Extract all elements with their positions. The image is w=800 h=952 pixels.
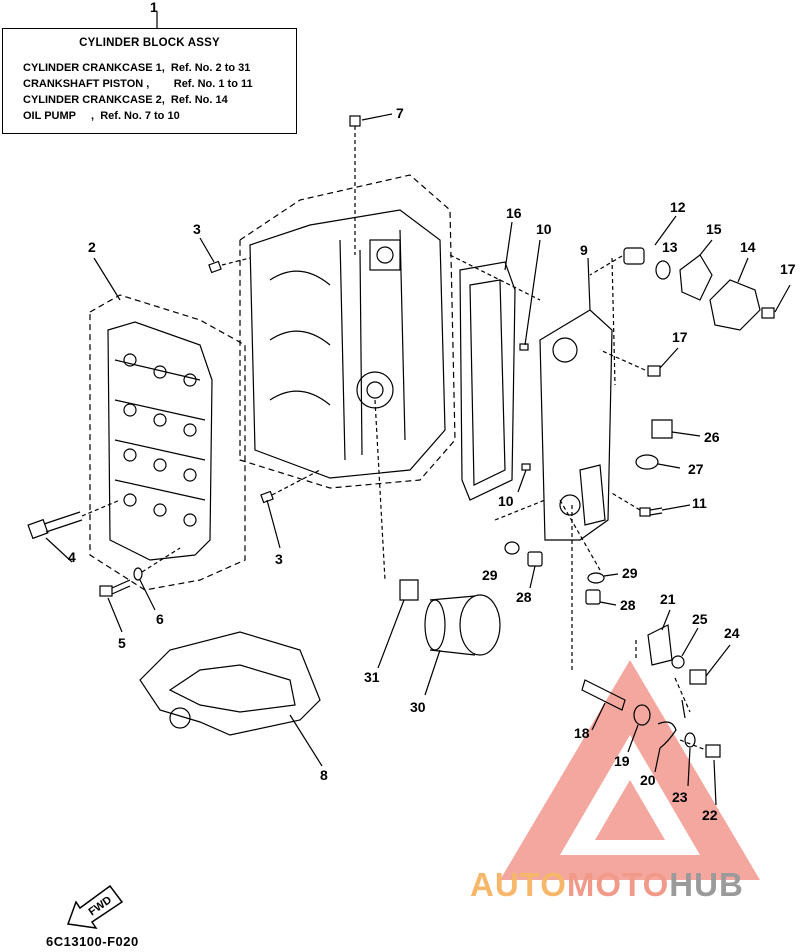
fitting-31 — [374, 399, 419, 669]
callout-21: 21 — [660, 591, 676, 607]
callout-5: 5 — [118, 635, 126, 651]
washer-13 — [655, 260, 671, 280]
callout-13: 13 — [662, 239, 678, 255]
callout-26: 26 — [704, 429, 720, 445]
gasket-8 — [139, 631, 323, 767]
callout-3: 3 — [193, 221, 201, 237]
bolt-5 — [99, 579, 131, 633]
callout-22: 22 — [702, 807, 718, 823]
callout-19: 19 — [614, 753, 630, 769]
bolt-7 — [349, 113, 393, 255]
callout-25: 25 — [692, 611, 708, 627]
cover-14 — [709, 257, 761, 331]
washer-23 — [684, 732, 696, 787]
callout-24: 24 — [724, 625, 740, 641]
callout-16: 16 — [506, 205, 522, 221]
callout-17: 17 — [780, 261, 796, 277]
callout-27: 27 — [688, 461, 704, 477]
diagram-code: 6C13100-F020 — [46, 934, 139, 949]
part-19 — [627, 704, 651, 753]
gasket-16 — [449, 221, 541, 501]
crankcase-2-outline — [89, 294, 246, 591]
watermark-triangle-logo — [500, 660, 760, 880]
legend-line: CYLINDER CRANKCASE 2, Ref. No. 14 — [23, 94, 228, 106]
callout-15: 15 — [706, 221, 722, 237]
bolt-11 — [609, 491, 691, 517]
washer-29-b — [587, 572, 619, 584]
callout-4: 4 — [68, 549, 76, 565]
oil-filter-30 — [424, 594, 501, 696]
bolt-24 — [689, 644, 731, 685]
watermark-hub: HUB — [669, 866, 744, 903]
spring-20 — [654, 721, 677, 773]
bolt-17-a — [761, 284, 791, 319]
callout-18: 18 — [574, 725, 590, 741]
washer-6 — [133, 547, 181, 611]
callout-11: 11 — [692, 495, 707, 511]
callout-23: 23 — [672, 789, 688, 805]
bolt-4 — [27, 499, 121, 563]
callout-29: 29 — [482, 567, 498, 583]
callout-31: 31 — [364, 669, 380, 685]
callout-28: 28 — [516, 589, 532, 605]
legend-line: CYLINDER CRANKCASE 1, Ref. No. 2 to 31 — [23, 62, 251, 74]
callout-6: 6 — [156, 611, 164, 627]
callout-30: 30 — [410, 699, 426, 715]
callout-8: 8 — [320, 767, 328, 783]
plug-28-b — [585, 589, 617, 606]
callout-12: 12 — [670, 199, 686, 215]
gasket-15 — [679, 239, 713, 301]
watermark-moto: MOTO — [566, 866, 670, 903]
legend-box: CYLINDER BLOCK ASSY CYLINDER CRANKCASE 1… — [2, 28, 297, 134]
callout-14: 14 — [740, 239, 756, 255]
legend-title: CYLINDER BLOCK ASSY — [79, 37, 220, 49]
callout-9: 9 — [580, 242, 588, 258]
callout-10: 10 — [536, 221, 552, 237]
callout-2: 2 — [88, 239, 96, 255]
legend-line: OIL PUMP , Ref. No. 7 to 10 — [23, 110, 180, 122]
cover-9 — [539, 257, 616, 541]
plug-28-a — [527, 551, 543, 589]
watermark-logo: AUTOMOTOHUB — [470, 866, 744, 904]
legend-line: CRANKSHAFT PISTON , Ref. No. 1 to 11 — [23, 78, 253, 90]
plug-26 — [651, 419, 701, 439]
callout-17: 17 — [672, 329, 688, 345]
washer-29-a — [504, 541, 520, 555]
part-12 — [589, 215, 677, 276]
callout-28: 28 — [620, 597, 636, 613]
o-ring-27 — [635, 454, 681, 470]
callout-29: 29 — [622, 565, 638, 581]
watermark-auto: AUTO — [470, 866, 567, 903]
callout-10: 10 — [498, 493, 514, 509]
bolt-22 — [679, 739, 721, 806]
callout-20: 20 — [640, 772, 656, 788]
callout-7: 7 — [396, 105, 404, 121]
crankcase-2-part — [107, 321, 213, 561]
bolt-17-b — [599, 347, 679, 377]
cylinder-block-part — [249, 209, 446, 479]
washer-25 — [671, 627, 699, 669]
cylinder-block-outline — [239, 174, 456, 489]
callout-3: 3 — [275, 551, 283, 567]
rod-18 — [571, 505, 626, 731]
callout-1: 1 — [150, 0, 158, 15]
fwd-arrow-icon: FWD — [66, 880, 126, 935]
